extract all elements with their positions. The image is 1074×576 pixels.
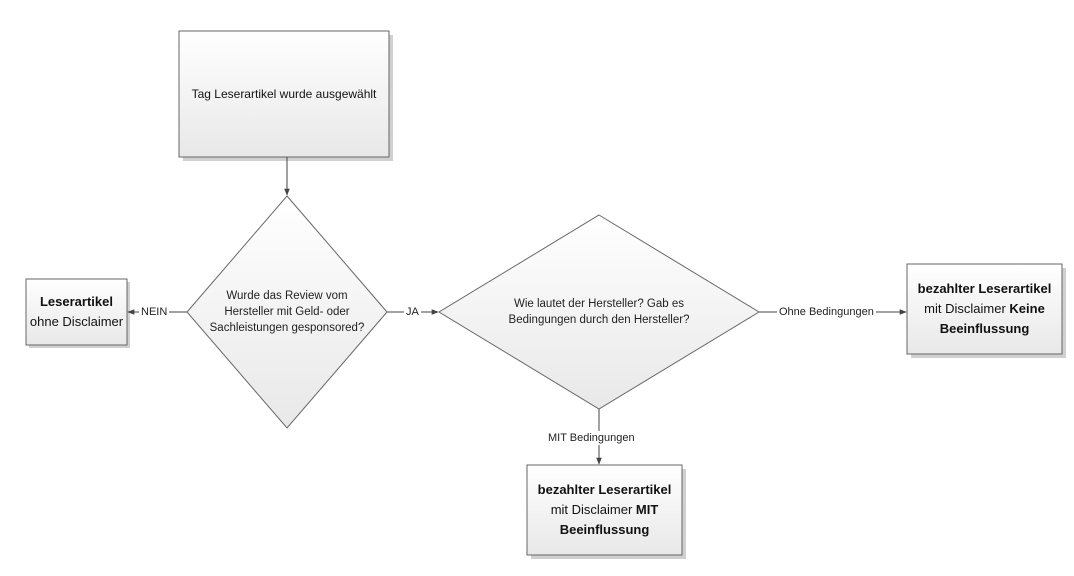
result-bottom-box	[526, 464, 683, 556]
start-box	[178, 30, 390, 158]
result-right-mid: mit Disclaimer	[924, 301, 1010, 316]
edge-label-ja: JA	[404, 305, 421, 319]
start-box-text: Tag Leserartikel wurde ausgewählt	[191, 87, 377, 101]
result-right-box	[906, 263, 1063, 355]
decision-sponsored-text: Wurde das Review vom Hersteller mit Geld…	[209, 290, 365, 334]
edge-label-mit: MIT Bedingungen	[546, 431, 637, 445]
edge-label-ohne: Ohne Bedingungen	[777, 305, 876, 319]
result-left-box	[25, 278, 128, 346]
decision-sponsored-diamond	[186, 195, 388, 429]
result-right-bold1: bezahlter Leserartikel	[917, 281, 1052, 296]
result-bottom-bold1: bezahlter Leserartikel	[537, 482, 672, 497]
result-left-rest: ohne Disclaimer	[29, 314, 124, 329]
result-bottom-text: bezahlter Leserartikel mit Disclaimer MI…	[527, 465, 682, 555]
result-left-bold: Leserartikel	[39, 294, 113, 309]
edge-label-nein: NEIN	[139, 305, 170, 319]
result-left-text: Leserartikel ohne Disclaimer	[26, 279, 127, 345]
result-right-bold2: Keine Beeinflussung	[939, 301, 1045, 336]
result-bottom-mid: mit Disclaimer	[550, 502, 636, 517]
result-right-text: bezahlter Leserartikel mit Disclaimer Ke…	[907, 264, 1062, 354]
result-bottom-bold2: MIT Beeinflussung	[559, 502, 659, 537]
decision-manufacturer-text: Wie lautet der Hersteller? Gab es Beding…	[508, 298, 690, 326]
